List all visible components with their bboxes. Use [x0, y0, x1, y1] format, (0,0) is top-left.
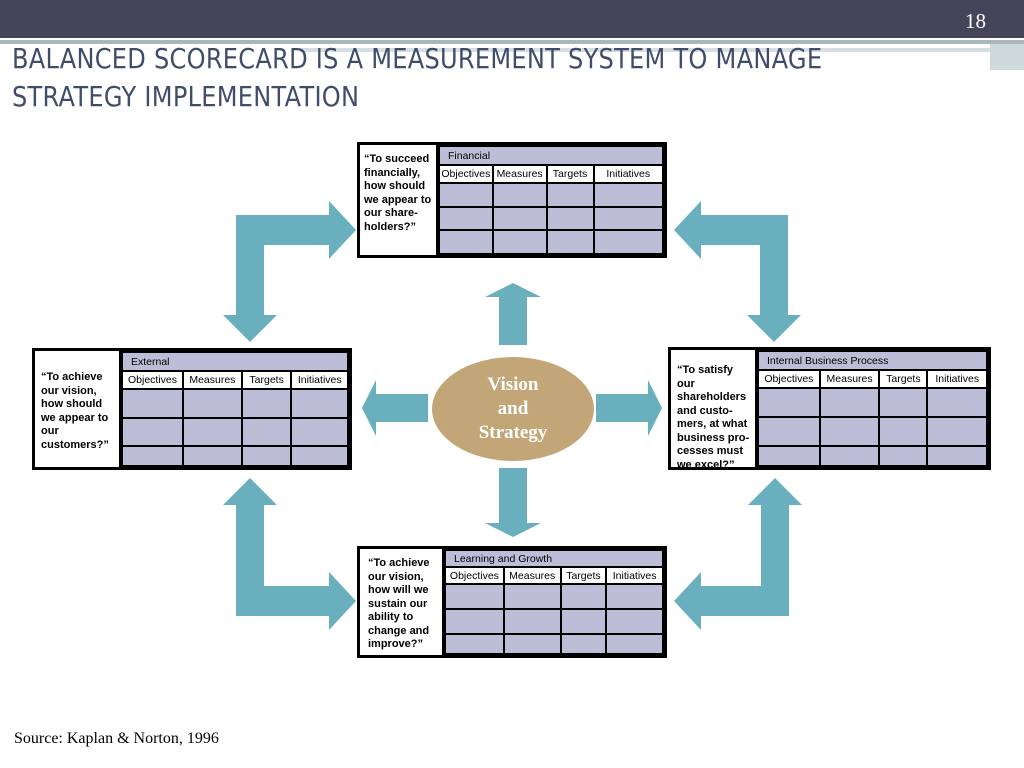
financial-name: Financial — [438, 145, 664, 166]
internal-process-perspective-box: “To satisfy our shareholders and custo-m… — [668, 347, 991, 471]
column-header: Measures — [818, 369, 881, 389]
table-cell — [559, 608, 608, 635]
table-cell — [592, 229, 665, 255]
internal-process-name: Internal Business Process — [757, 350, 988, 371]
column-header: Measures — [182, 370, 243, 390]
table-cell — [926, 445, 988, 467]
table-cell — [290, 445, 349, 467]
vision-strategy-oval: Vision and Strategy — [432, 357, 594, 461]
slide-title: BALANCED SCORECARD IS A MEASUREMENT SYST… — [12, 42, 823, 113]
internal-process-question: “To satisfy our shareholders and custo-m… — [671, 350, 757, 471]
table-cell — [926, 416, 988, 447]
accent-strip — [0, 38, 1024, 72]
table-cell — [757, 445, 821, 467]
table-cell — [818, 445, 881, 467]
table-cell — [491, 205, 548, 232]
column-header: Initiatives — [605, 566, 664, 585]
financial-question: “To succeed financially, how should we a… — [360, 145, 438, 255]
financial-perspective-box: “To succeed financially, how should we a… — [357, 142, 667, 258]
table-cell — [502, 583, 562, 610]
column-header: Objectives — [120, 370, 185, 390]
header-bar — [0, 0, 1024, 38]
column-header: Targets — [545, 164, 595, 184]
table-cell — [438, 182, 494, 208]
table-cell — [545, 182, 595, 208]
column-header: Objectives — [438, 164, 494, 184]
table-cell — [240, 388, 293, 419]
arrow-top-right — [674, 201, 801, 342]
table-cell — [878, 387, 929, 418]
table-cell — [491, 229, 548, 255]
table-cell — [818, 416, 881, 447]
learning-growth-name: Learning and Growth — [444, 549, 664, 568]
table-cell — [605, 633, 664, 655]
table-cell — [926, 387, 988, 418]
table-cell — [545, 229, 595, 255]
customer-name: External — [121, 351, 349, 372]
table-cell — [120, 416, 185, 447]
table-cell — [878, 445, 929, 467]
table-cell — [120, 388, 185, 419]
table-cell — [592, 182, 665, 208]
table-cell — [559, 633, 608, 655]
slide-number: 18 — [965, 9, 986, 33]
arrow-right-center — [596, 380, 662, 436]
table-cell — [757, 416, 821, 447]
column-header: Objectives — [757, 369, 821, 389]
source-citation: Source: Kaplan & Norton, 1996 — [14, 730, 219, 747]
table-cell — [290, 388, 349, 419]
table-cell — [240, 416, 293, 447]
table-cell — [182, 388, 243, 419]
arrow-top-left — [223, 201, 356, 342]
column-header: Objectives — [444, 566, 505, 585]
table-cell — [757, 387, 821, 418]
table-cell — [444, 633, 505, 655]
learning-growth-question: “To achieve our vision, how will we sust… — [360, 549, 444, 655]
table-cell — [592, 205, 665, 232]
table-cell — [605, 608, 664, 635]
table-cell — [502, 633, 562, 655]
table-cell — [878, 416, 929, 447]
customer-question: “To achieve our vision, how should we ap… — [35, 351, 121, 467]
column-header: Initiatives — [592, 164, 665, 184]
column-header: Targets — [240, 370, 293, 390]
learning-growth-perspective-box: “To achieve our vision, how will we sust… — [357, 546, 667, 658]
table-cell — [290, 416, 349, 447]
column-header: Targets — [559, 566, 608, 585]
table-cell — [605, 583, 664, 610]
table-cell — [818, 387, 881, 418]
table-cell — [444, 608, 505, 635]
column-header: Measures — [502, 566, 562, 585]
column-header: Initiatives — [926, 369, 988, 389]
table-cell — [240, 445, 293, 467]
table-cell — [120, 445, 185, 467]
arrow-up-center — [485, 283, 541, 345]
column-header: Initiatives — [290, 370, 349, 390]
arrow-bottom-right — [674, 478, 802, 630]
arrow-down-center — [485, 468, 541, 537]
arrow-left-center — [362, 380, 428, 436]
table-cell — [559, 583, 608, 610]
table-cell — [502, 608, 562, 635]
table-cell — [438, 229, 494, 255]
table-cell — [545, 205, 595, 232]
column-header: Targets — [878, 369, 929, 389]
table-cell — [438, 205, 494, 232]
table-cell — [444, 583, 505, 610]
column-header: Measures — [491, 164, 548, 184]
table-cell — [491, 182, 548, 208]
customer-perspective-box: “To achieve our vision, how should we ap… — [32, 348, 352, 470]
table-cell — [182, 416, 243, 447]
arrow-bottom-left — [223, 478, 356, 630]
vision-strategy-label: Vision and Strategy — [478, 374, 548, 443]
table-cell — [182, 445, 243, 467]
